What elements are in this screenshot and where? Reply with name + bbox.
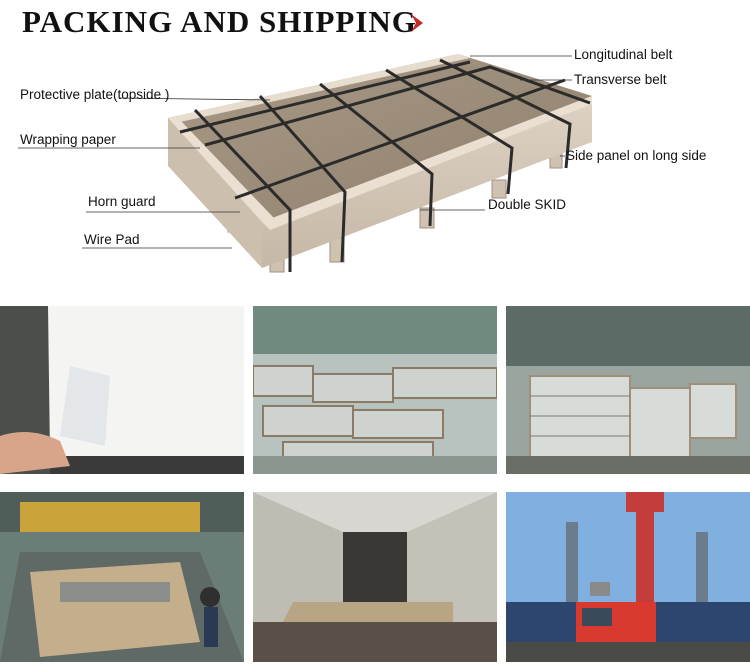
label-transverse-belt: Transverse belt [574,72,667,87]
photo-port-shipping [506,492,750,662]
photo-coated-sheet [0,306,244,474]
side-panel-long [168,118,262,268]
label-double-skid: Double SKID [488,197,567,212]
double-skid [227,151,563,273]
page-title: PACKING AND SHIPPING [22,4,417,39]
photo-yard-stacks [506,306,750,474]
transverse-belt [193,58,572,272]
label-longitudinal-belt: Longitudinal belt [574,47,673,62]
photo-warehouse-stacks [253,306,497,474]
label-horn-guard: Horn guard [88,194,156,209]
label-side-panel: Side panel on long side [566,148,707,163]
label-protective-plate: Protective plate(topside ) [20,87,170,102]
longitudinal-belt [179,60,591,200]
chevron-right-icon [411,14,423,32]
label-wrapping-paper: Wrapping paper [20,132,116,147]
photo-container-loaded [253,492,497,662]
photo-wrapping-line [0,492,244,662]
label-wire-pad: Wire Pad [84,232,140,247]
package-diagram [18,54,592,273]
